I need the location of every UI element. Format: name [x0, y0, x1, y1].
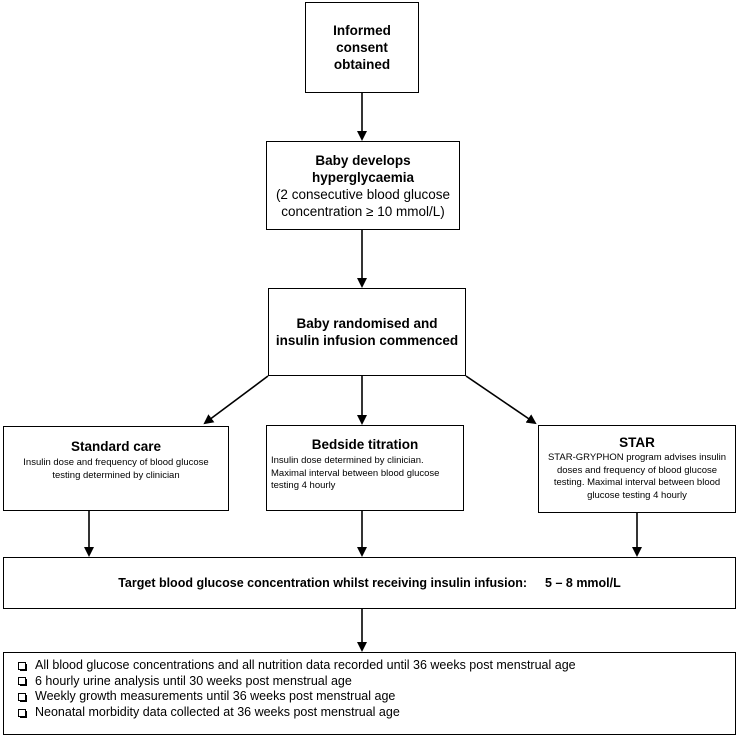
- randomised-box: Baby randomised and insulin infusion com…: [268, 288, 466, 376]
- outcome-text: Weekly growth measurements until 36 week…: [35, 689, 396, 704]
- star-detail: STAR-GRYPHON program advises insulin dos…: [547, 452, 727, 501]
- outcome-text: All blood glucose concentrations and all…: [35, 658, 576, 672]
- target-range: 5 – 8 mmol/L: [545, 576, 621, 590]
- outcome-item: Neonatal morbidity data collected at 36 …: [18, 705, 400, 721]
- bedside-titration-box: Bedside titration Insulin dose determine…: [266, 425, 464, 511]
- randomised-text: Baby randomised and insulin infusion com…: [275, 316, 459, 348]
- hyperglycaemia-box: Baby develops hyperglycaemia (2 consecut…: [266, 141, 460, 230]
- standard-care-title: Standard care: [70, 439, 162, 454]
- star-title: STAR: [619, 435, 655, 450]
- target-box: Target blood glucose concentration whils…: [3, 557, 736, 609]
- outcome-text: 6 hourly urine analysis until 30 weeks p…: [35, 673, 352, 688]
- hyperglycaemia-detail: (2 consecutive blood glucose concentrati…: [275, 186, 451, 219]
- consent-box: Informed consent obtained: [305, 2, 419, 93]
- outcome-item: Weekly growth measurements until 36 week…: [18, 689, 395, 705]
- outcome-item: All blood glucose concentrations and all…: [18, 658, 576, 674]
- standard-care-detail: Insulin dose and frequency of blood gluc…: [23, 457, 209, 481]
- outcome-text: Neonatal morbidity data collected at 36 …: [35, 704, 400, 719]
- consent-text: Informed consent obtained: [333, 23, 391, 72]
- standard-care-box: Standard care Insulin dose and frequency…: [3, 426, 229, 511]
- checkbox-icon: [18, 677, 27, 687]
- checkbox-icon: [18, 692, 27, 702]
- checkbox-icon: [18, 708, 27, 718]
- target-label: Target blood glucose concentration whils…: [118, 576, 528, 590]
- bedside-titration-title: Bedside titration: [311, 437, 419, 452]
- arrow-randomised-to-star: [465, 375, 537, 425]
- star-box: STAR STAR-GRYPHON program advises insuli…: [538, 425, 736, 513]
- outcomes-box: All blood glucose concentrations and all…: [3, 652, 736, 735]
- arrow-randomised-to-standard: [203, 375, 269, 425]
- hyperglycaemia-title: Baby develops hyperglycaemia: [311, 152, 415, 185]
- checkbox-icon: [18, 661, 27, 671]
- bedside-titration-detail: Insulin dose determined by clinician. Ma…: [271, 455, 440, 491]
- outcome-item: 6 hourly urine analysis until 30 weeks p…: [18, 674, 352, 690]
